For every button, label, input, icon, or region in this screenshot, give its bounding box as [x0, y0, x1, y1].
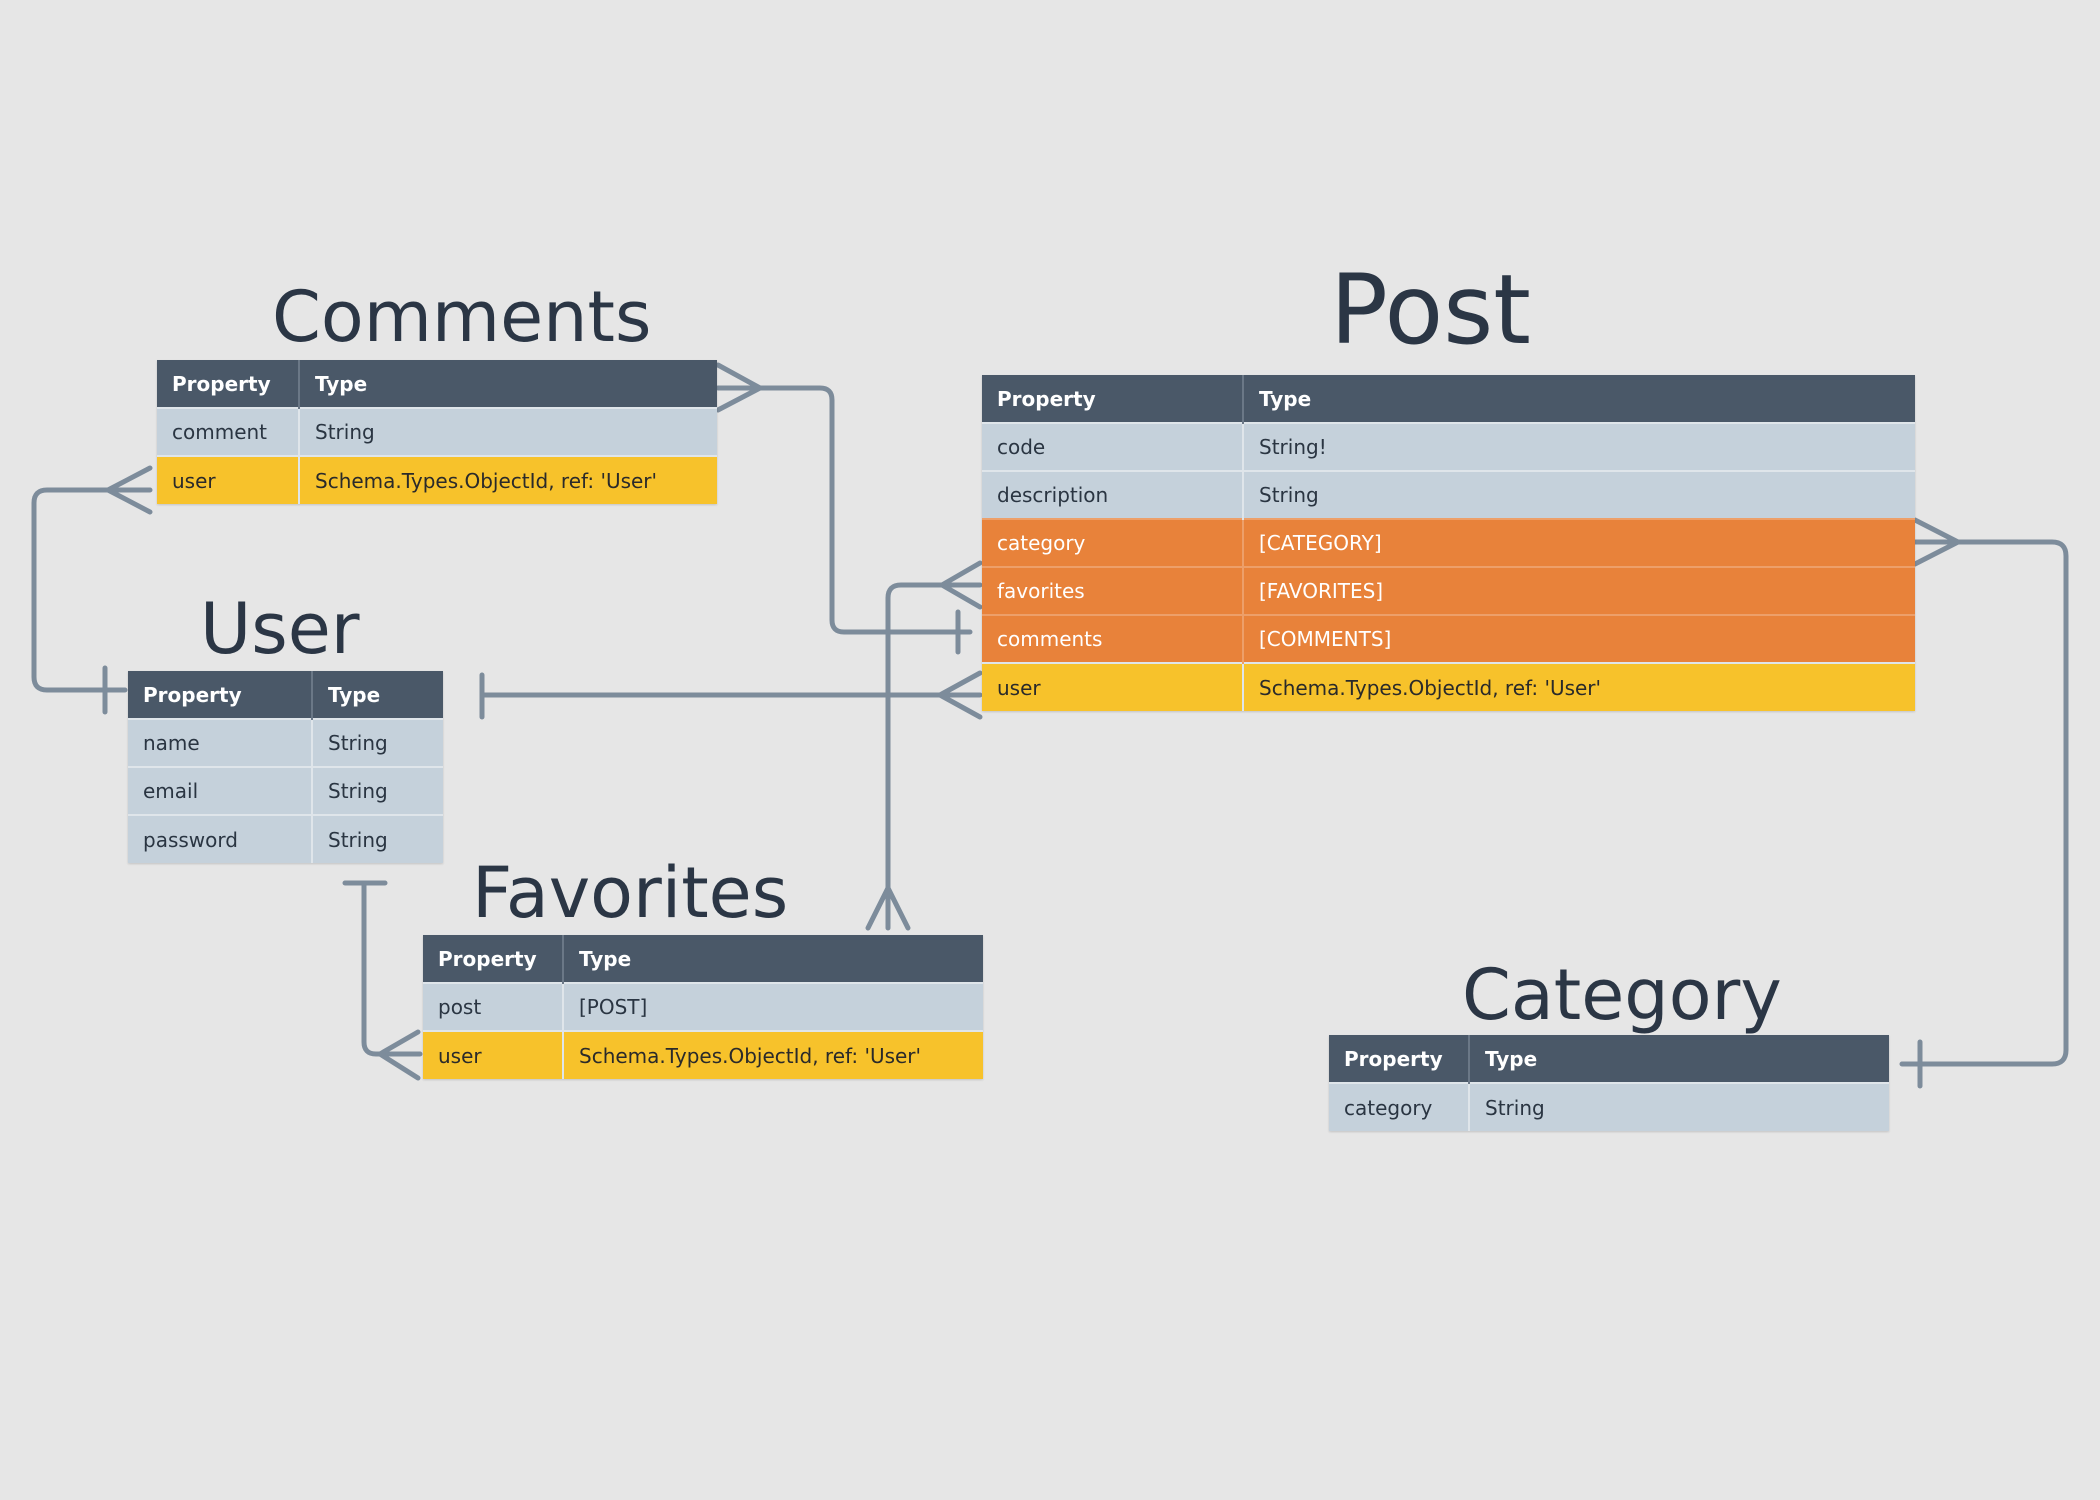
- type-cell: [FAVORITES]: [1243, 566, 1915, 615]
- table-row: email String: [128, 766, 443, 815]
- crowfoot-many-icon: [105, 465, 153, 515]
- property-cell: description: [982, 470, 1244, 519]
- entity-title-comments: Comments: [272, 276, 652, 358]
- property-cell: user: [982, 662, 1244, 711]
- entity-table-comments: Property Type comment String user Schema…: [157, 360, 717, 504]
- table-row: password String: [128, 814, 443, 863]
- table-header: Property Type: [423, 935, 983, 983]
- table-header: Property Type: [982, 375, 1915, 423]
- crowfoot-many-icon: [715, 362, 763, 413]
- property-cell: password: [128, 814, 313, 863]
- property-cell: code: [982, 422, 1244, 471]
- property-cell: user: [157, 455, 300, 504]
- type-cell: String: [1243, 470, 1915, 519]
- entity-title-category: Category: [1462, 954, 1782, 1036]
- entity-table-category: Property Type category String: [1329, 1035, 1889, 1131]
- column-header-type: Type: [563, 935, 983, 983]
- connector-user-comments: [31, 487, 153, 693]
- crowfoot-many-icon: [865, 885, 911, 931]
- table-row: comments [COMMENTS]: [982, 614, 1915, 663]
- property-cell: category: [982, 518, 1244, 567]
- crowfoot-many-icon: [937, 670, 983, 720]
- table-row: code String!: [982, 422, 1915, 471]
- table-row: comment String: [157, 407, 717, 456]
- type-cell: Schema.Types.ObjectId, ref: 'User': [299, 455, 717, 504]
- table-header: Property Type: [128, 671, 443, 719]
- property-cell: favorites: [982, 566, 1244, 615]
- entity-table-post: Property Type code String! description S…: [982, 375, 1915, 711]
- type-cell: Schema.Types.ObjectId, ref: 'User': [1243, 662, 1915, 711]
- column-header-property: Property: [982, 375, 1244, 423]
- type-cell: [CATEGORY]: [1243, 518, 1915, 567]
- property-cell: user: [423, 1030, 564, 1079]
- connector-comments-post: [715, 385, 973, 635]
- type-cell: Schema.Types.ObjectId, ref: 'User': [563, 1030, 983, 1079]
- column-header-property: Property: [423, 935, 564, 983]
- type-cell: String: [312, 718, 443, 767]
- table-row: favorites [FAVORITES]: [982, 566, 1915, 615]
- table-row: category String: [1329, 1082, 1889, 1131]
- table-row: category [CATEGORY]: [982, 518, 1915, 567]
- table-row: name String: [128, 718, 443, 767]
- property-cell: post: [423, 982, 564, 1031]
- table-header: Property Type: [1329, 1035, 1889, 1083]
- crowfoot-many-icon: [939, 560, 983, 610]
- column-header-type: Type: [1243, 375, 1915, 423]
- table-row: user Schema.Types.ObjectId, ref: 'User': [423, 1030, 983, 1079]
- type-cell: String: [1469, 1082, 1889, 1131]
- column-header-property: Property: [128, 671, 313, 719]
- connector-post-category: [1899, 539, 2069, 1067]
- entity-title-user: User: [200, 588, 360, 670]
- table-row: user Schema.Types.ObjectId, ref: 'User': [982, 662, 1915, 711]
- entity-table-user: Property Type name String email String p…: [128, 671, 443, 863]
- property-cell: category: [1329, 1082, 1470, 1131]
- crowfoot-many-icon: [377, 1029, 421, 1081]
- connector-favorites-post: [885, 582, 983, 931]
- column-header-property: Property: [1329, 1035, 1470, 1083]
- table-header: Property Type: [157, 360, 717, 408]
- type-cell: String!: [1243, 422, 1915, 471]
- column-header-type: Type: [299, 360, 717, 408]
- connector-user-favorites: [361, 880, 423, 1057]
- entity-title-favorites: Favorites: [472, 852, 789, 934]
- entity-title-post: Post: [1330, 254, 1531, 366]
- entity-table-favorites: Property Type post [POST] user Schema.Ty…: [423, 935, 983, 1079]
- property-cell: comments: [982, 614, 1244, 663]
- type-cell: String: [312, 814, 443, 863]
- table-row: user Schema.Types.ObjectId, ref: 'User': [157, 455, 717, 504]
- crowfoot-many-icon: [1912, 517, 1961, 567]
- table-row: description String: [982, 470, 1915, 519]
- table-row: post [POST]: [423, 982, 983, 1031]
- column-header-type: Type: [312, 671, 443, 719]
- column-header-property: Property: [157, 360, 300, 408]
- column-header-type: Type: [1469, 1035, 1889, 1083]
- type-cell: [POST]: [563, 982, 983, 1031]
- type-cell: String: [312, 766, 443, 815]
- property-cell: name: [128, 718, 313, 767]
- type-cell: [COMMENTS]: [1243, 614, 1915, 663]
- property-cell: email: [128, 766, 313, 815]
- type-cell: String: [299, 407, 717, 456]
- property-cell: comment: [157, 407, 300, 456]
